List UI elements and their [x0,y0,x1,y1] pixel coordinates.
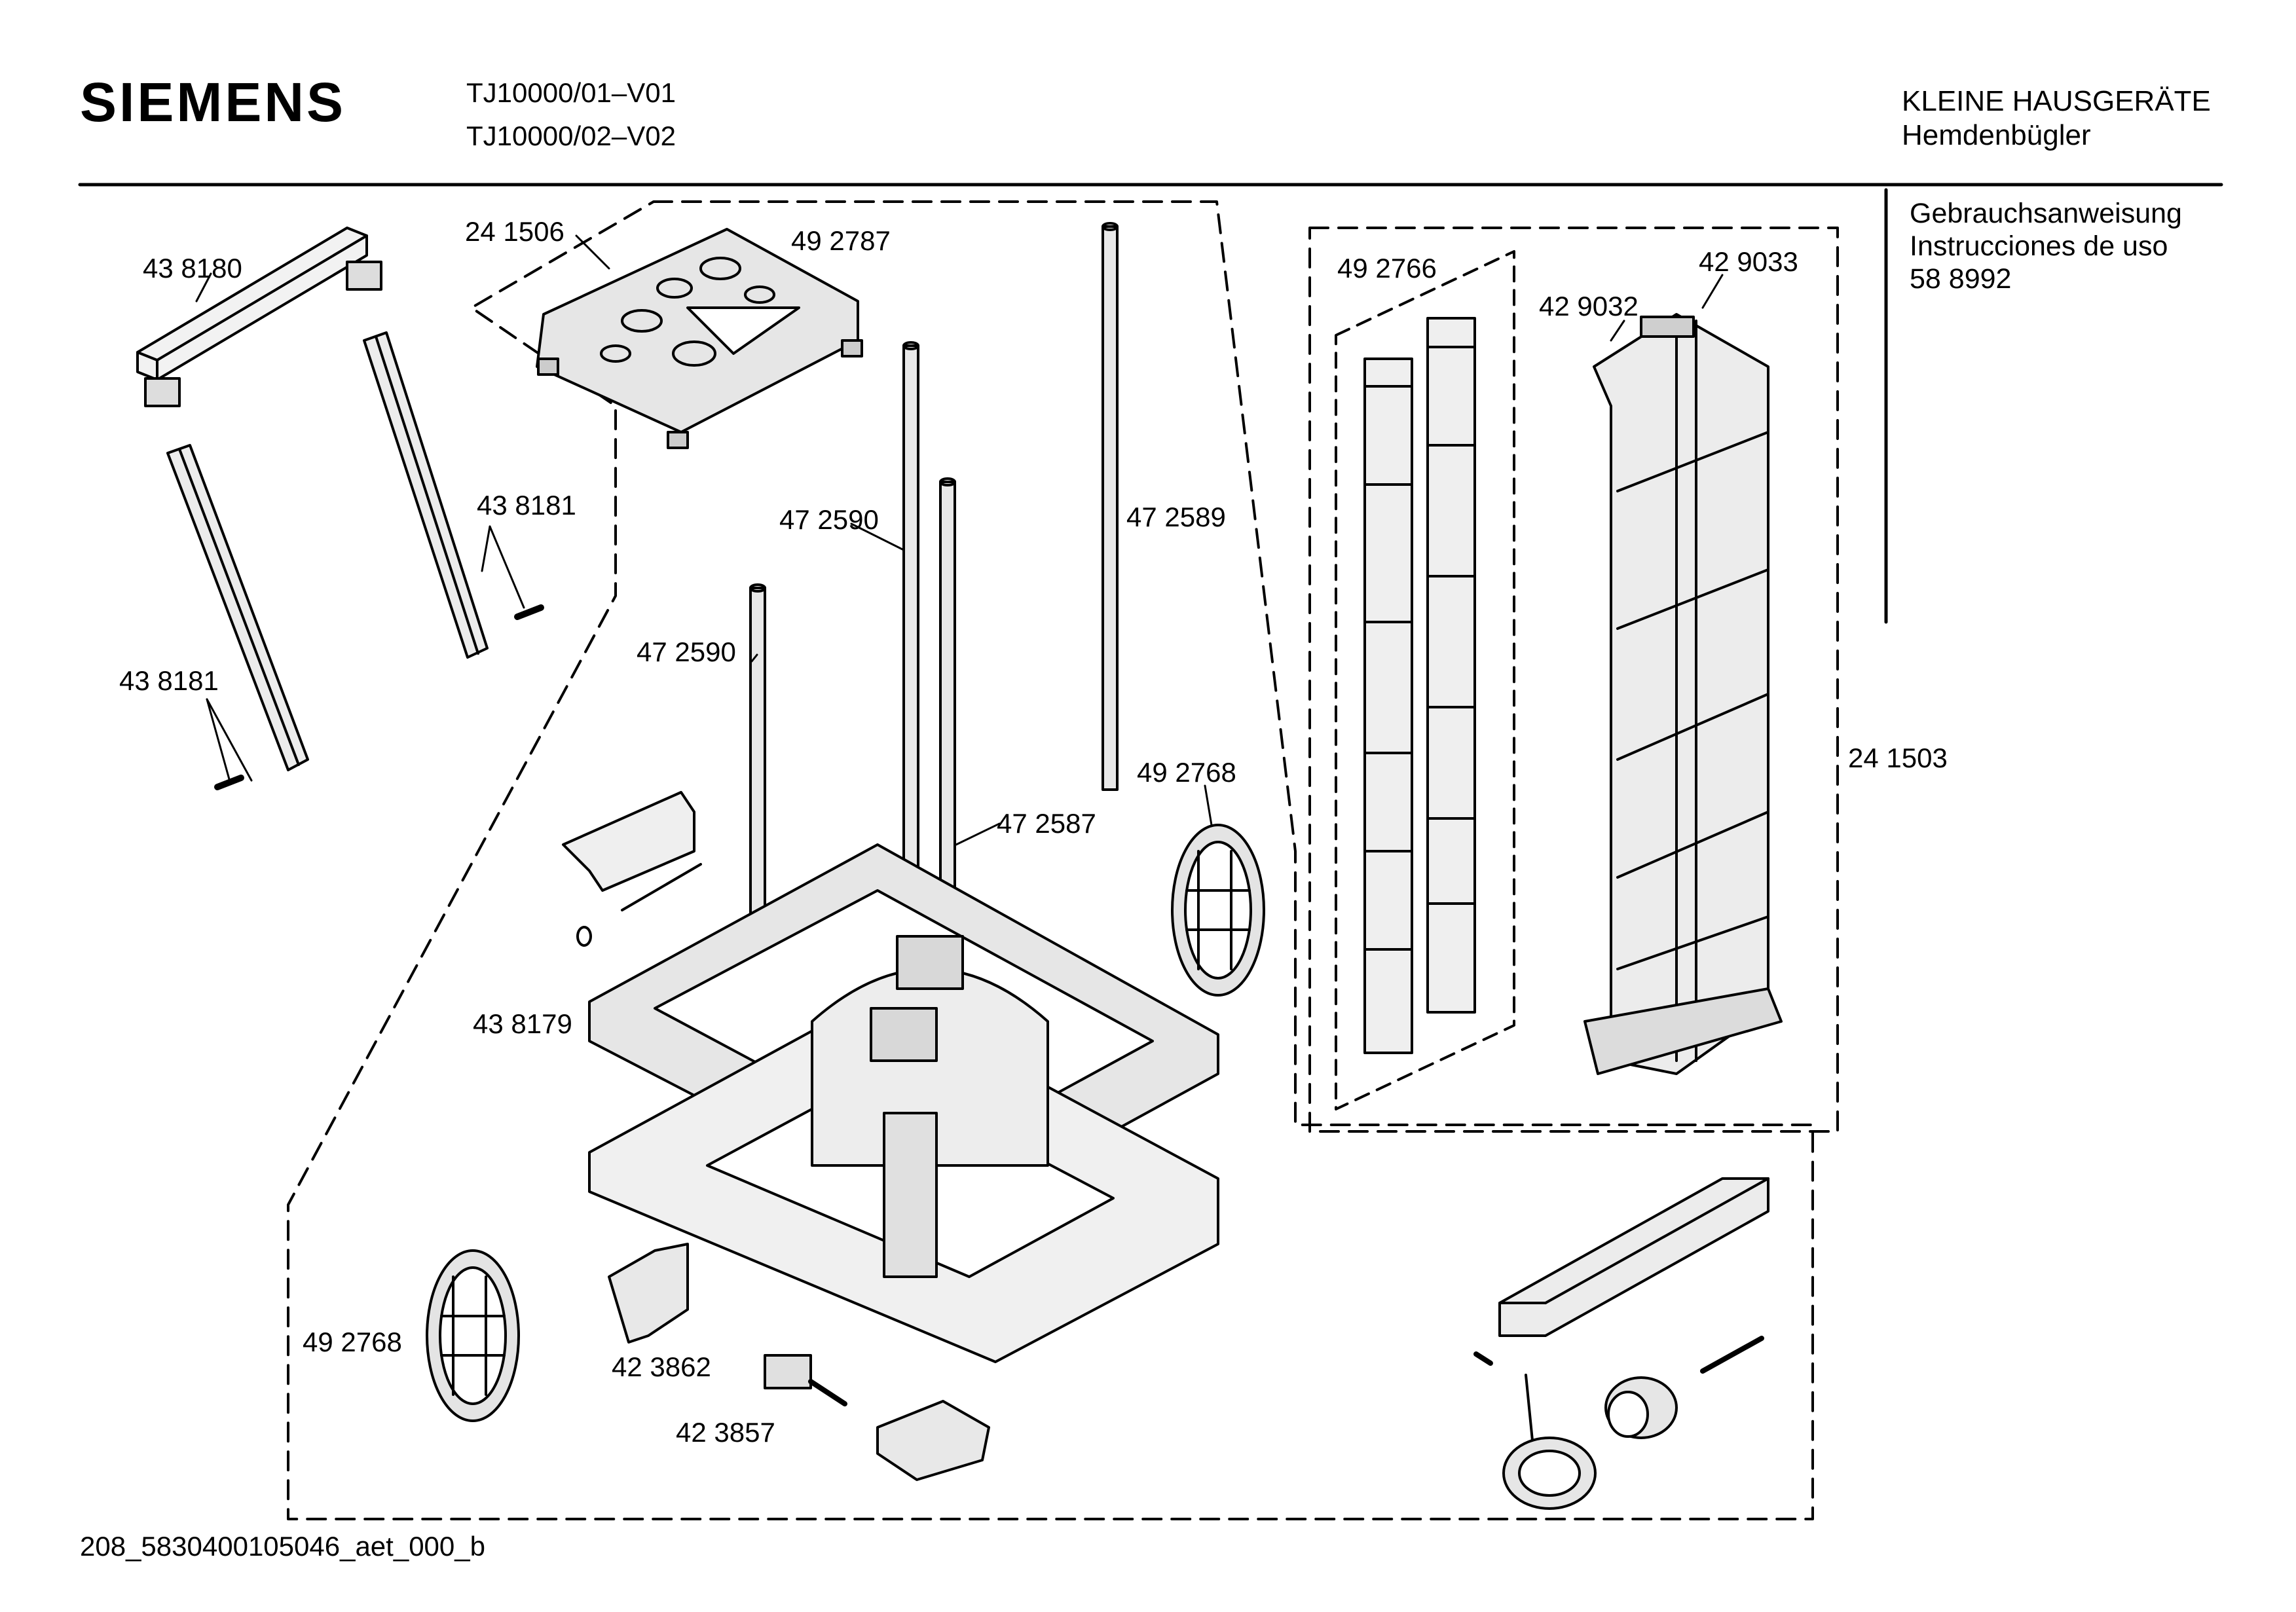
tube-472590-rear [902,341,919,904]
shirt-form-part [1583,313,1783,1075]
doc-line-2: Instrucciones de uso [1910,230,2168,262]
part-label-438179: 43 8179 [473,1008,572,1039]
clip-part-423862 [608,1243,689,1344]
part-label-492787: 49 2787 [791,225,891,256]
brand-logo: SIEMENS [80,71,346,133]
model-number-2: TJ10000/02–V02 [466,120,676,151]
shaft-pin [1700,1336,1764,1374]
fan-grille-lower [426,1249,520,1422]
part-label-429032: 42 9032 [1539,291,1639,321]
part-label-472590-rear: 47 2590 [779,504,879,535]
switch-part-423857 [764,1354,847,1406]
pin-left [214,775,244,790]
model-number-1: TJ10000/01–V01 [466,77,676,108]
spring-part [621,863,702,911]
bracket-part [562,791,695,892]
fan-grille-upper [1171,824,1265,997]
fan-bracket-part [1498,1177,1769,1337]
small-pin [1473,1351,1493,1366]
doc-number: 58 8992 [1910,263,2012,295]
handle-bar-part [136,227,382,407]
roller-part [1604,1376,1678,1439]
pin-right [514,604,544,620]
part-label-492766: 49 2766 [1337,253,1437,284]
part-label-472589: 47 2589 [1126,502,1226,532]
top-cover-part [536,228,863,449]
part-label-472587: 47 2587 [997,808,1096,839]
washer-part [576,926,592,947]
thermostat-part [876,1400,990,1481]
part-label-438181-left: 43 8181 [119,665,219,696]
product-title: Hemdenbügler [1902,119,2091,151]
filter-group-outline [1308,227,1839,1133]
part-label-241503: 24 1503 [1848,742,1948,773]
part-label-423862: 42 3862 [612,1351,711,1382]
upright-left-part [166,444,309,771]
main-assembly-outline [287,200,1814,1520]
part-label-438181-right: 43 8181 [477,490,576,521]
part-label-472590-front: 47 2590 [637,636,736,667]
tube-472587 [939,477,956,909]
slat-strips-part [1363,317,1476,1054]
part-label-241506: 24 1506 [465,216,565,247]
doc-line-1: Gebrauchsanweisung [1910,198,2182,229]
part-label-492768-upper: 49 2768 [1137,757,1236,788]
part-label-423857: 42 3857 [676,1417,775,1448]
part-label-429033: 42 9033 [1699,246,1798,277]
part-label-438180: 43 8180 [143,253,242,284]
base-frame-part [588,843,1219,1363]
motor-ring-part [1502,1374,1597,1510]
part-label-492768-lower: 49 2768 [303,1327,402,1357]
category-title: KLEINE HAUSGERÄTE [1902,85,2211,117]
slat-group-outline [1335,250,1515,1110]
upright-right-part [363,331,489,659]
tube-472589 [1102,222,1119,791]
drawing-code: 208_5830400105046_aet_000_b [80,1531,485,1562]
